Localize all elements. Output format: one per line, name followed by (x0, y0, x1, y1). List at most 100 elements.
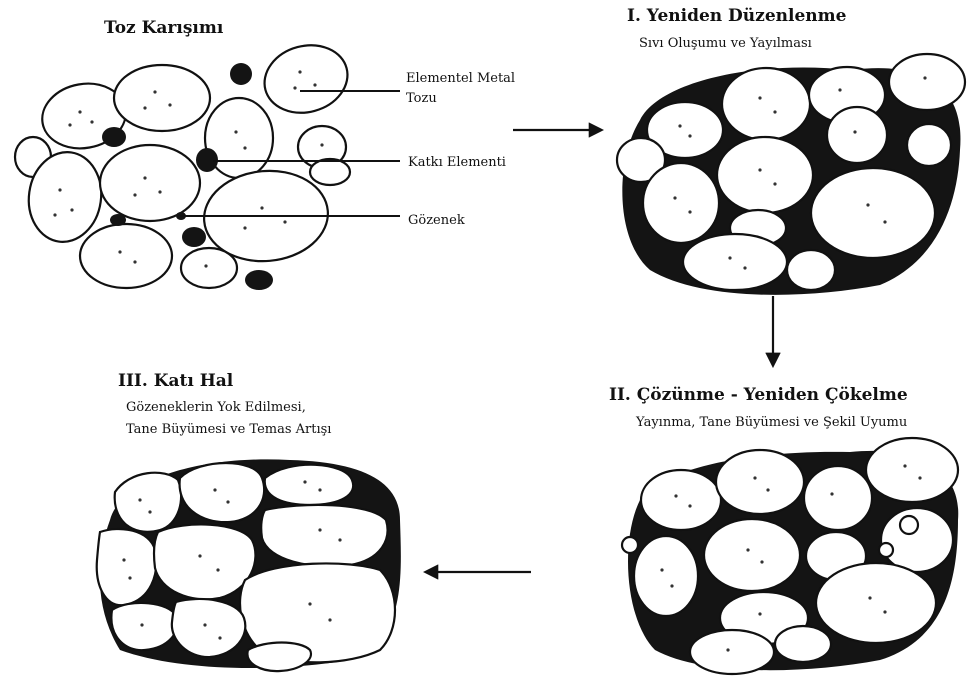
grain-speck (218, 636, 221, 639)
grain-speck (670, 584, 673, 587)
stage1-panel (617, 54, 965, 295)
grain-speck (673, 196, 676, 199)
grain-speck (743, 266, 746, 269)
powder-grain (622, 537, 638, 553)
additive-label: Katkı Elementi (408, 155, 506, 170)
grain-speck (674, 494, 677, 497)
grain-speck (903, 464, 906, 467)
grain-speck (766, 488, 769, 491)
grain-speck (678, 124, 681, 127)
powder-grain (722, 68, 810, 140)
grain-speck (688, 134, 691, 137)
grain-speck (168, 103, 171, 106)
powder-grain (310, 159, 350, 185)
grain-speck (838, 88, 841, 91)
grain-speck (758, 612, 761, 615)
grain-speck (883, 610, 886, 613)
powder-grain (634, 536, 698, 616)
grain-speck (53, 213, 56, 216)
grain-speck (688, 504, 691, 507)
powder-grain (716, 450, 804, 514)
stage2-panel (622, 438, 958, 674)
stage3-panel (97, 459, 401, 671)
stage1-subtitle: Sıvı Oluşumu ve Yayılması (639, 36, 812, 51)
grain-speck (143, 176, 146, 179)
powder-grain (811, 168, 935, 258)
powder-grain (881, 508, 953, 572)
grain-speck (760, 560, 763, 563)
grain-speck (303, 480, 306, 483)
grain-speck (122, 558, 125, 561)
grain-speck (868, 596, 871, 599)
grain-speck (866, 203, 869, 206)
grain-speck (758, 168, 761, 171)
grain-speck (338, 538, 341, 541)
grain-speck (313, 83, 316, 86)
powder-grain (181, 248, 237, 288)
powder-grain (804, 466, 872, 530)
stage1-title: I. Yeniden Düzenlenme (627, 6, 847, 26)
powder-grain (172, 599, 245, 657)
grain-speck (688, 210, 691, 213)
grain-speck (138, 498, 141, 501)
grain-speck (758, 96, 761, 99)
powder-grain (643, 163, 719, 243)
grain-speck (923, 76, 926, 79)
powder-grain (114, 65, 210, 131)
stage3-subtitle-line1: Gözeneklerin Yok Edilmesi, (126, 400, 306, 415)
grain-speck (140, 623, 143, 626)
grain-speck (726, 648, 729, 651)
grain-speck (260, 206, 263, 209)
powder-grain (889, 54, 965, 110)
powder-grain (690, 630, 774, 674)
powder-grain (261, 505, 387, 566)
grain-speck (773, 110, 776, 113)
grain-speck (203, 623, 206, 626)
grain-speck (198, 554, 201, 557)
powder-grain (704, 519, 800, 591)
grain-speck (320, 143, 323, 146)
powder-grain (683, 234, 787, 290)
grain-speck (298, 70, 301, 73)
grain-speck (243, 226, 246, 229)
grain-speck (234, 130, 237, 133)
powder-grain (265, 465, 353, 505)
grain-speck (90, 120, 93, 123)
grain-speck (204, 264, 207, 267)
powder-grain (717, 137, 813, 213)
powder-grain (816, 563, 936, 643)
metal-powder-grains (15, 36, 355, 288)
powder-grain (80, 224, 172, 288)
stage3-subtitle-line2: Tane Büyümesi ve Temas Artışı (126, 422, 331, 437)
grain-speck (318, 528, 321, 531)
grain-speck (128, 576, 131, 579)
grain-speck (143, 106, 146, 109)
grain-speck (216, 568, 219, 571)
powder-grain (900, 516, 918, 534)
stage3-title: III. Katı Hal (118, 371, 234, 391)
powder-grain (257, 36, 355, 121)
powder-mix-title: Toz Karışımı (104, 18, 224, 38)
grain-speck (660, 568, 663, 571)
powder-grain (111, 603, 177, 650)
pore-label: Gözenek (408, 213, 465, 228)
grain-speck (728, 256, 731, 259)
grain-speck (918, 476, 921, 479)
powder-grain (247, 643, 311, 672)
powder-grain (907, 124, 951, 166)
powder-grain (827, 107, 887, 163)
grain-speck (883, 220, 886, 223)
grain-speck (283, 220, 286, 223)
grain-speck (773, 182, 776, 185)
powder-grain (115, 473, 181, 532)
grain-speck (118, 250, 121, 253)
powder-grain (100, 145, 200, 221)
grain-speck (830, 492, 833, 495)
metal-powder-label-line2: Tozu (406, 91, 437, 106)
grain-speck (213, 488, 216, 491)
grain-speck (153, 90, 156, 93)
powder-grain (154, 524, 255, 599)
grain-speck (853, 130, 856, 133)
grain-speck (58, 188, 61, 191)
